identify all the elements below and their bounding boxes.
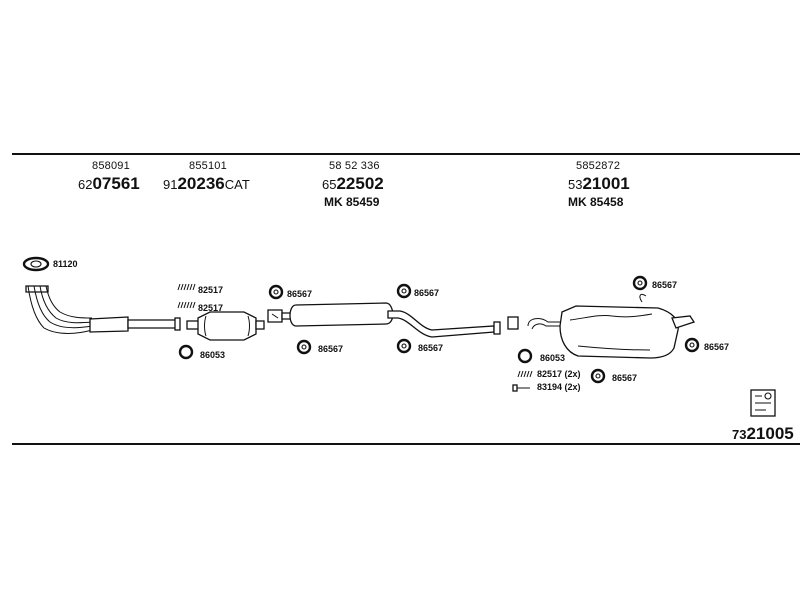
part-main-3: 22502 <box>336 174 384 193</box>
middle-silencer <box>267 302 519 338</box>
mk-number-3: MK 85459 <box>324 195 380 209</box>
label-mount-2: 86567 <box>414 288 440 298</box>
clamp-icon <box>177 301 196 309</box>
rubber-mount-icon <box>396 283 412 299</box>
oe-number-4: 5852872 <box>576 160 621 172</box>
part-suffix-2: CAT <box>224 177 250 192</box>
part-prefix-3: 65 <box>322 177 337 192</box>
part-main-4: 21001 <box>582 174 630 193</box>
label-clamp-2: 82517 <box>198 303 224 313</box>
rubber-mount-icon <box>590 368 606 384</box>
label-mount-7: 86567 <box>612 373 638 383</box>
rubber-mount-icon <box>396 338 412 354</box>
ring-icon <box>517 348 533 364</box>
top-rule <box>12 153 800 155</box>
label-clamp-1: 82517 <box>198 285 224 295</box>
label-ring-1: 86053 <box>200 350 226 360</box>
part-number-1: 6207561 <box>78 174 140 194</box>
oe-number-1: 858091 <box>92 160 130 172</box>
part-number-3: 6522502 <box>322 174 384 194</box>
catalytic-converter <box>186 311 265 341</box>
part-number-4: 5321001 <box>568 174 630 194</box>
oe-number-3: 58 52 336 <box>329 160 380 172</box>
bolt-icon <box>512 384 530 392</box>
clamp-icon <box>517 370 533 378</box>
part-main-1: 07561 <box>92 174 140 193</box>
label-mount-4: 86567 <box>418 343 444 353</box>
part-prefix-2: 91 <box>163 177 178 192</box>
part-main-2: 20236 <box>177 174 225 193</box>
label-ring-2: 86053 <box>540 353 566 363</box>
part-number-2: 9120236CAT <box>163 174 250 194</box>
label-clamp-3: 82517 (2x) <box>537 369 581 379</box>
rear-silencer <box>527 293 696 359</box>
assembly-number: 7321005 <box>732 424 794 444</box>
clamp-icon <box>177 283 196 291</box>
assembly-prefix: 73 <box>732 427 747 442</box>
label-mount-5: 86567 <box>652 280 678 290</box>
mk-number-4: MK 85458 <box>568 195 624 209</box>
bottom-rule <box>12 443 800 445</box>
label-mount-3: 86567 <box>318 344 344 354</box>
assembly-main: 21005 <box>746 424 794 443</box>
ring-icon <box>178 344 194 360</box>
label-bolt-1: 83194 (2x) <box>537 382 581 392</box>
part-prefix-4: 53 <box>568 177 583 192</box>
oe-number-2: 855101 <box>189 160 227 172</box>
rubber-mount-icon <box>632 275 648 291</box>
catalog-icon <box>750 389 776 417</box>
rubber-mount-icon <box>296 339 312 355</box>
front-pipe <box>25 285 181 334</box>
label-gasket-front: 81120 <box>53 259 78 269</box>
part-prefix-1: 62 <box>78 177 93 192</box>
label-mount-6: 86567 <box>704 342 730 352</box>
label-mount-1: 86567 <box>287 289 313 299</box>
rubber-mount-icon <box>684 337 700 353</box>
rubber-mount-icon <box>268 284 284 300</box>
gasket-icon <box>22 256 50 272</box>
